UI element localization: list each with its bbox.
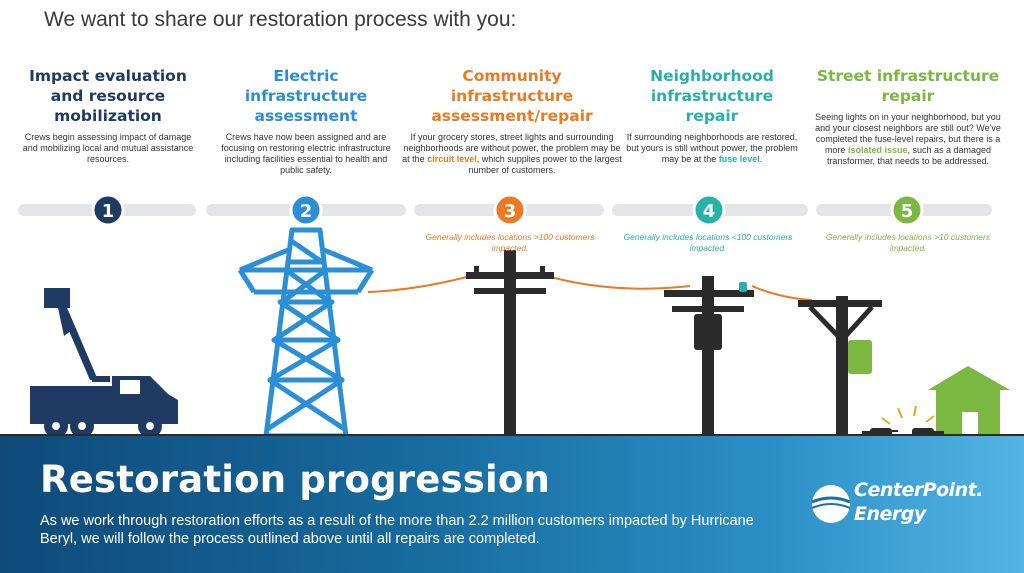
step-3-column: Community infrastructure assessment/repa… [402, 66, 622, 176]
utility-pole-4-icon [664, 276, 754, 442]
step-5-desc-after: , such as a damaged transformer, that ne… [826, 145, 992, 166]
step-4-column: Neighborhood infrastructure repair If su… [622, 66, 802, 165]
step-5-description: Seeing lights on in your neighborhood, b… [812, 112, 1004, 167]
step-5-desc-before: Seeing lights on in your neighborhood, b… [815, 112, 1001, 155]
step-2-marker: 2 [289, 193, 323, 227]
step-5-marker: 5 [890, 193, 924, 227]
banner-title: Restoration progression [40, 458, 551, 501]
logo-line-1: CenterPoint. [854, 479, 984, 501]
step-4-title: Neighborhood infrastructure repair [650, 67, 774, 125]
step-4-desc-after: . [759, 154, 763, 164]
power-lines [367, 273, 813, 301]
step-3-marker: 3 [493, 193, 527, 227]
step-1-title: Impact evaluation and resource mobilizat… [29, 67, 187, 125]
step-3-number: 3 [504, 201, 517, 222]
house-icon [928, 366, 1010, 436]
page-headline: We want to share our restoration process… [44, 8, 517, 31]
step-4-impact-note: Generally includes locations <100 custom… [623, 232, 793, 253]
step-4-description: If surrounding neighborhoods are restore… [622, 132, 802, 165]
step-1-marker: 1 [91, 193, 125, 227]
step-5-number: 5 [901, 201, 914, 222]
step-2-number: 2 [300, 201, 313, 222]
centerpoint-logo: CenterPoint. Energy [810, 478, 1000, 548]
step-2-description: Crews have now been assigned and are foc… [221, 132, 391, 175]
logo-line-2: Energy [854, 503, 926, 525]
step-3-description: If your grocery stores, street lights an… [402, 132, 622, 176]
logo-wordmark: CenterPoint. Energy [854, 478, 984, 526]
transmission-tower-icon [237, 227, 375, 439]
step-2-column: Electric infrastructure assessment Crews… [216, 66, 396, 176]
step-4-desc-before: If surrounding neighborhoods are restore… [626, 132, 798, 164]
utility-pole-5-icon [798, 296, 882, 442]
step-4-desc-emphasis: fuse level [718, 154, 760, 164]
step-4-number: 4 [703, 201, 716, 222]
utility-pole-3-icon [466, 250, 554, 442]
step-3-desc-before: If your grocery stores, street lights an… [402, 132, 621, 164]
step-3-impact-note: Generally includes locations >100 custom… [425, 232, 595, 253]
step-3-desc-emphasis: circuit level [427, 154, 477, 164]
step-5-title: Street infrastructure repair [816, 67, 1000, 105]
step-1-column: Impact evaluation and resource mobilizat… [22, 66, 194, 165]
step-5-desc-emphasis: isolated issue [847, 145, 908, 155]
restoration-banner: Restoration progression As we work throu… [0, 436, 1024, 573]
step-4-marker: 4 [692, 193, 726, 227]
step-3-desc-after: , which supplies power to the largest nu… [468, 154, 622, 175]
step-1-description: Crews begin assessing impact of damage a… [22, 132, 194, 164]
bucket-truck-icon [30, 288, 178, 438]
step-2-title: Electric infrastructure assessment [244, 67, 368, 125]
step-1-number: 1 [102, 201, 115, 222]
restoration-scene: 1 2 3 4 5 [0, 193, 1024, 445]
step-3-title: Community infrastructure assessment/repa… [431, 67, 593, 125]
banner-body: As we work through restoration efforts a… [40, 513, 754, 547]
step-5-impact-note: Generally includes locations >10 custome… [825, 232, 991, 253]
step-5-column: Street infrastructure repair Seeing ligh… [812, 66, 1004, 167]
logo-mark-icon [811, 485, 851, 523]
